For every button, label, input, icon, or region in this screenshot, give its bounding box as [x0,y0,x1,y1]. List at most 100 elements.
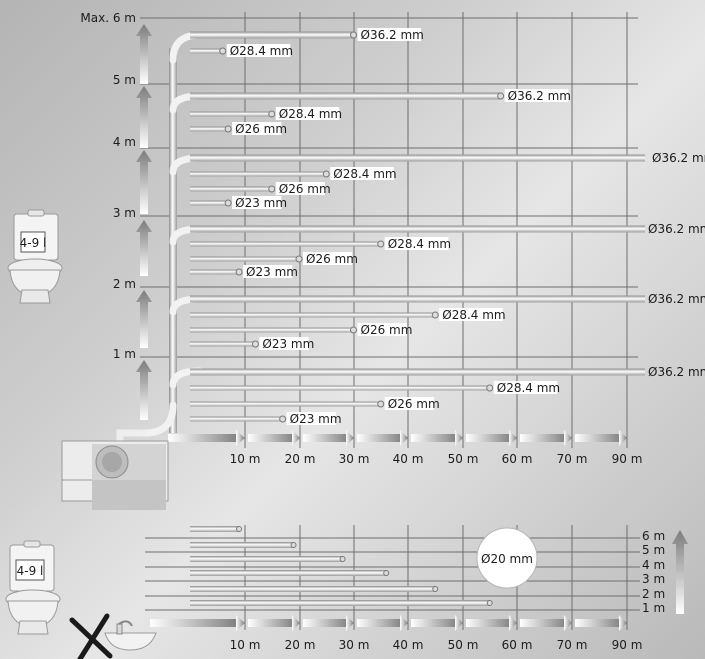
bottom-height-labels: 6 m 5 m 4 m 3 m 2 m 1 m [642,529,665,615]
bottom-pipe-end [290,542,297,548]
pipe-label: Ø23 mm [262,337,314,351]
bottom-pipe-end [432,586,439,592]
diameter-badge: Ø20 mm [476,527,538,589]
pipe-end-marker [350,326,357,334]
pipe-label-bg [259,337,309,350]
pipe-label-bg [226,44,291,57]
pipe-line [190,327,354,333]
bottom-pipe-end [339,556,346,562]
bottom-pipe-line [190,542,294,548]
sink-icon [104,620,157,651]
bottom-distance-label-50m: 50 m [448,638,479,652]
height-label-6m: Max. 6 m [80,11,136,25]
pipe-line [190,368,645,376]
bottom-pipe-end [236,526,243,532]
distance-label-50m: 50 m [448,452,479,466]
distance-label-10m: 10 m [230,452,261,466]
pipe-end-marker [219,47,227,55]
bottom-grid [145,525,640,630]
height-arrows [136,24,152,420]
bottom-height-label-6m: 6 m [642,529,665,543]
pipe-label: Ø36.2 mm [652,151,705,165]
pipe-end-marker [322,170,330,178]
pipe-label: Ø23 mm [235,196,287,210]
height-label-5m: 5 m [113,73,136,87]
distance-label-60m: 60 m [502,452,533,466]
bottom-pipe-end [383,570,390,576]
pipe-label: Ø23 mm [290,412,342,426]
distance-label-90m: 90 m [612,452,643,466]
pipe-line [190,126,229,132]
bottom-distance-label-70m: 70 m [557,638,588,652]
bottom-distance-label-20m: 20 m [285,638,316,652]
bottom-pipe-line [190,570,387,576]
pipe-line [190,225,645,233]
bottom-pipes [190,526,493,606]
pipe-line [190,171,327,177]
toilet-volume-label: 4-9 l [20,236,47,250]
pipe-label-bg [275,107,340,120]
pipe-end-marker [235,268,243,276]
pipe-label: Ø28.4 mm [497,381,560,395]
pipe-label-bg [439,308,503,321]
pipe-end-marker [377,240,385,248]
pipe-line [190,154,645,162]
pipe-label-bg [357,28,422,41]
height-label-2m: 2 m [113,277,136,291]
pipe-end-marker [377,400,385,408]
pipe-label-bg [243,265,293,278]
pipe-line [190,385,490,391]
pipe-label: Ø28.4 mm [279,107,342,121]
bottom-height-label-4m: 4 m [642,558,665,572]
height-label-3m: 3 m [113,206,136,220]
pipe-label: Ø26 mm [388,397,440,411]
bottom-height-label-3m: 3 m [642,572,665,586]
pipe-line [190,200,229,206]
pipe-end-marker [431,311,439,319]
pipe-label-bg [232,196,282,209]
bottom-distance-label-90m: 90 m [612,638,643,652]
height-arrow-bottom [672,530,688,614]
pipe-line [190,111,272,117]
pipe-line [190,401,381,407]
bottom-distance-label-60m: 60 m [502,638,533,652]
distance-label-70m: 70 m [557,452,588,466]
pipe-line [190,186,272,192]
pipe-label-bg [275,182,325,195]
pump-unit-icon [61,429,169,510]
pipe-end-marker [295,255,303,263]
pipe-label: Ø28.4 mm [230,44,293,58]
bottom-height-label-5m: 5 m [642,543,665,557]
pipe-end-marker [268,110,276,118]
pipe-line [190,241,381,247]
pipe-label-bg [384,237,449,250]
toilet-icon: 4-9 l [7,209,63,304]
pipe-label: Ø28.4 mm [442,308,505,322]
bottom-pipe-line [190,600,490,606]
toilet-volume-label-bottom: 4-9 l [17,564,44,578]
pipe-label-bg [504,89,569,102]
distance-label-40m: 40 m [393,452,424,466]
pipe-label: Ø26 mm [306,252,358,266]
bottom-pipe-line [190,586,436,592]
pipe-end-marker [486,384,494,392]
pipe-label-bg [286,412,336,425]
pipe-label-bg [384,397,434,410]
pipe-line [190,256,299,262]
pipe-label: Ø28.4 mm [333,167,396,181]
pipe-label: Ø28.4 mm [388,237,451,251]
pipe-label: Ø36.2 mm [648,292,705,306]
pipe-label: Ø36.2 mm [648,222,705,236]
pipe-line [190,341,256,347]
pipe-end-marker [224,199,232,207]
top-pipes: Ø36.2 mm Ø28.4 mm Ø36.2 mm Ø28.4 mm Ø26 mm Ø3… [190,28,705,426]
pipe-label: Ø36.2 mm [361,28,424,42]
bottom-pipe-line [190,556,343,562]
distance-arrow-top [168,430,627,446]
toilet-icon-bottom: 4-9 l [5,540,61,635]
pipe-label-bg [232,122,282,135]
pipe-line [190,48,223,54]
distance-label-30m: 30 m [339,452,370,466]
pipe-label: Ø26 mm [361,323,413,337]
